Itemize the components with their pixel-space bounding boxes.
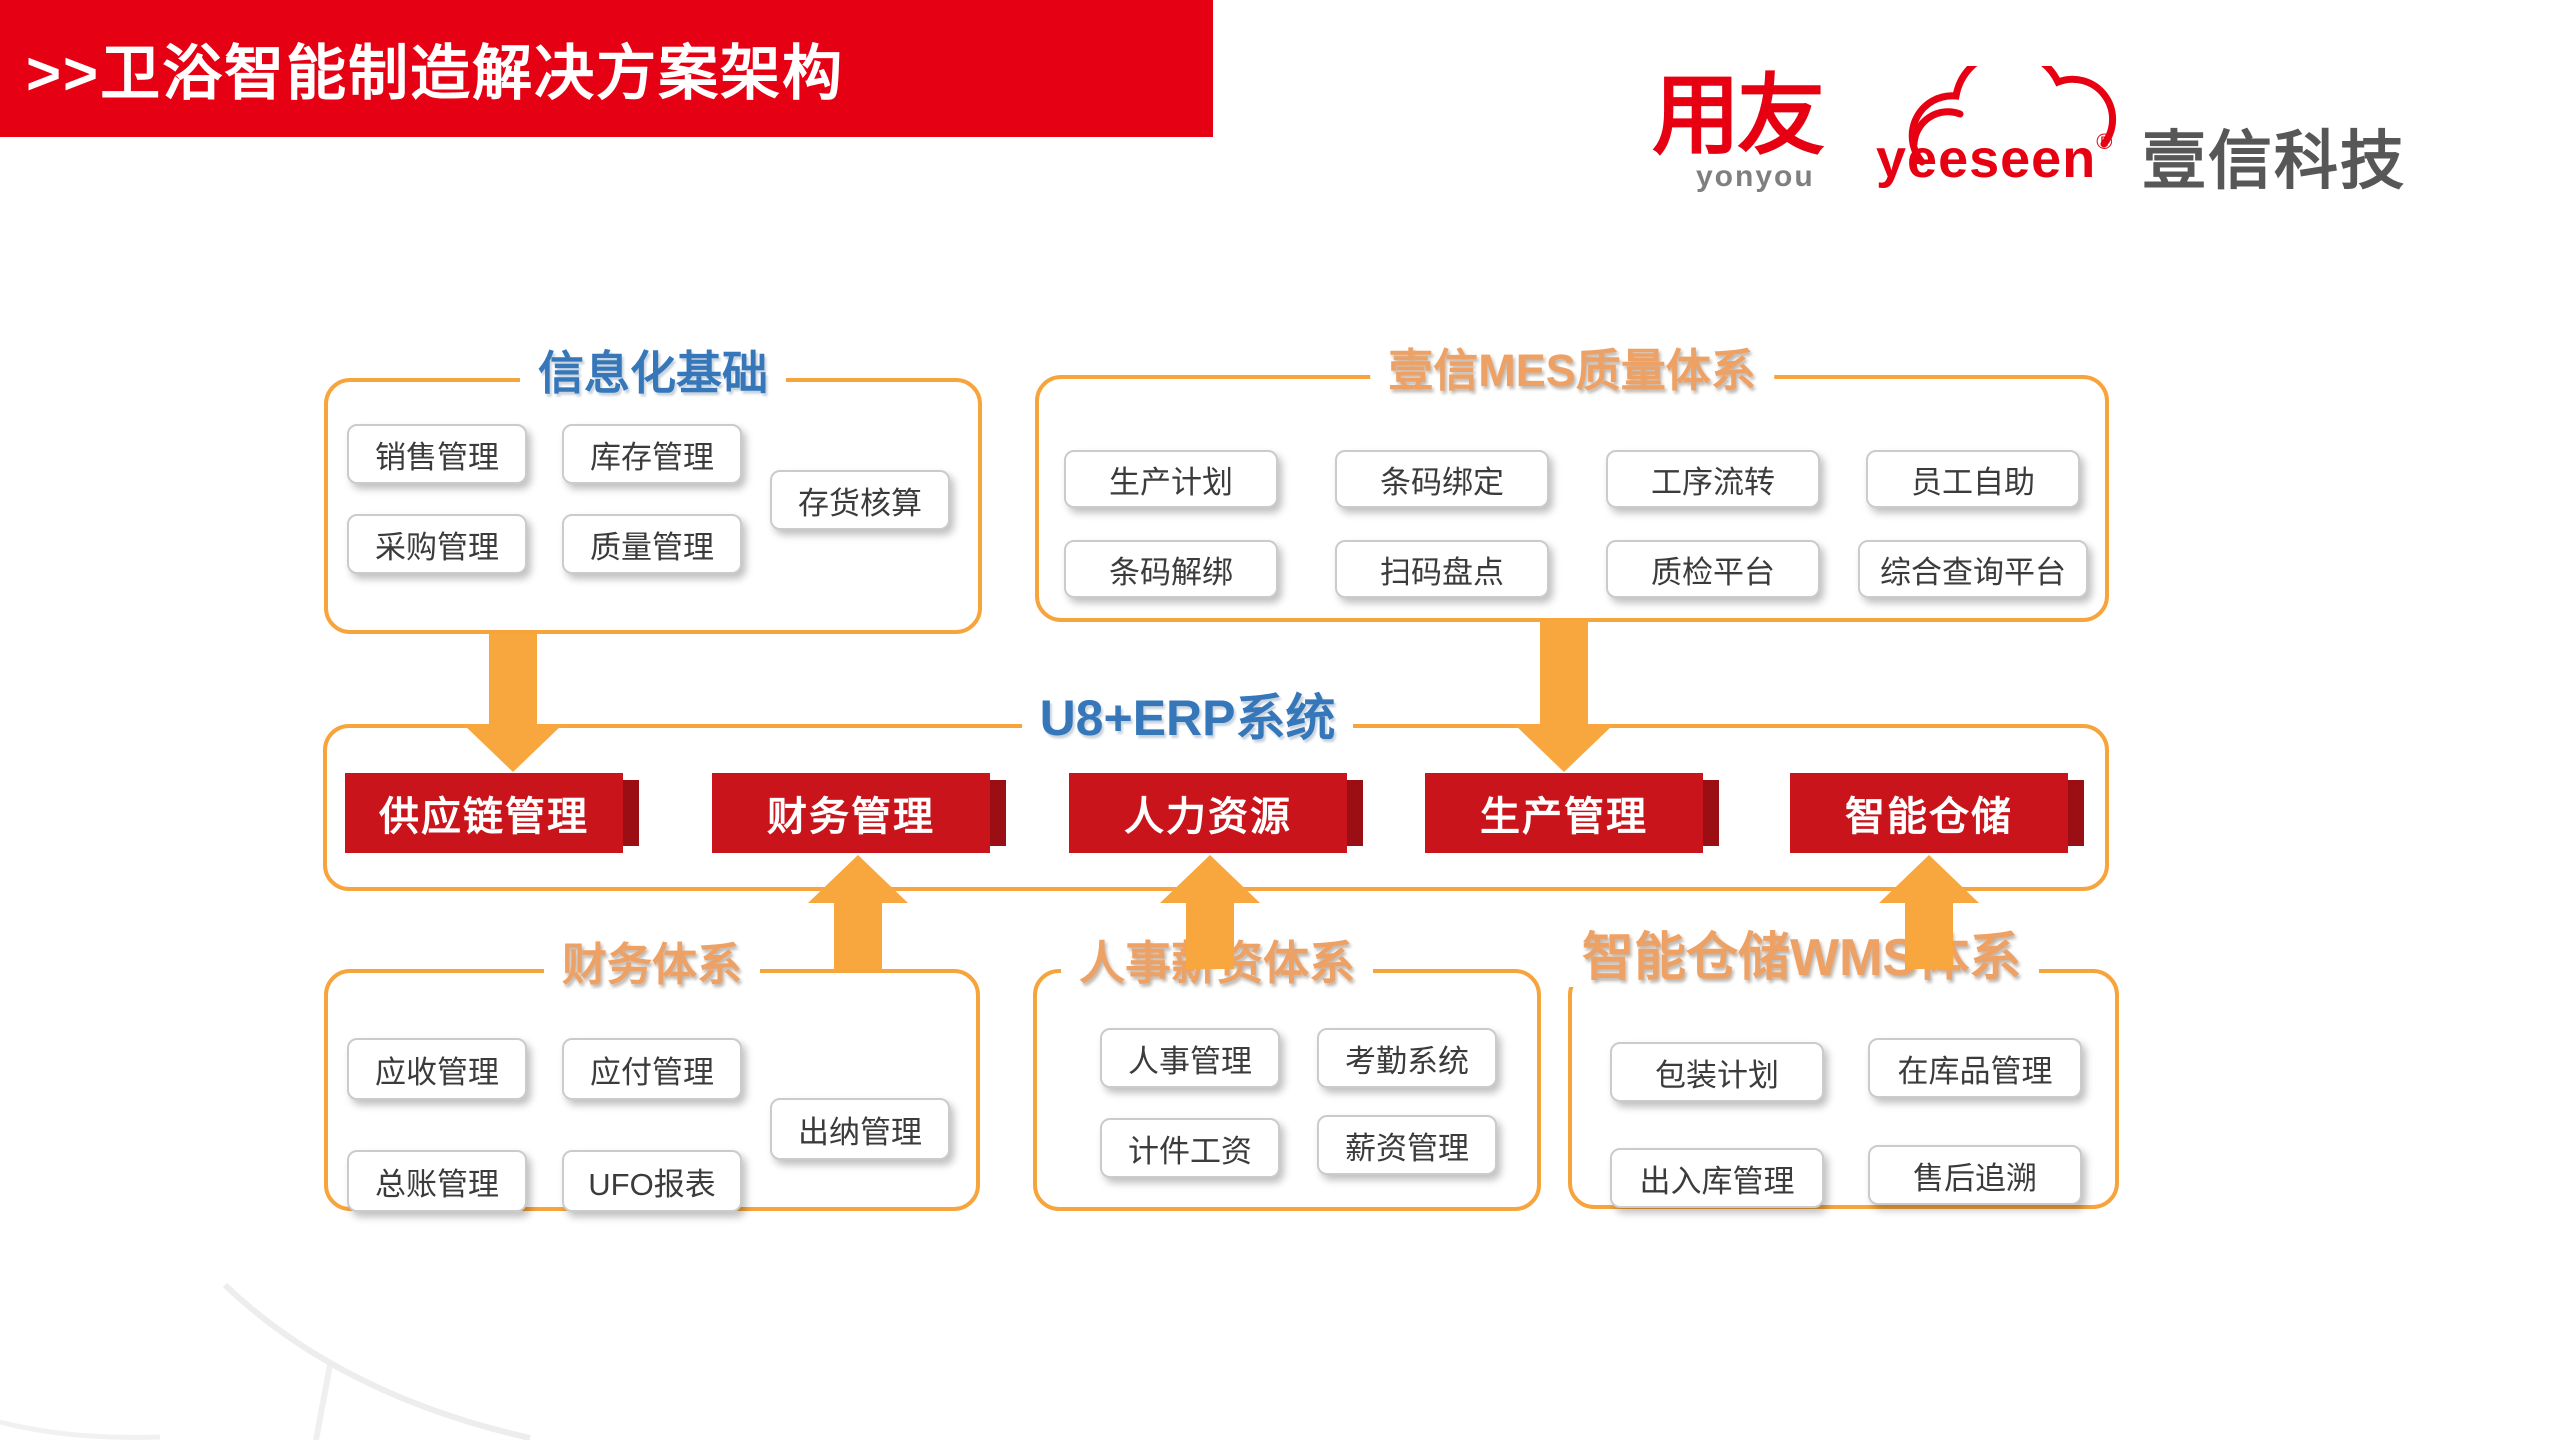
- module-box: 出纳管理: [770, 1098, 950, 1160]
- module-box: UFO报表: [562, 1150, 742, 1212]
- panel-info-base: 信息化基础: [324, 348, 982, 634]
- module-box: 在库品管理: [1868, 1038, 2082, 1098]
- module-box: 应收管理: [347, 1038, 527, 1100]
- module-box: 采购管理: [347, 514, 527, 574]
- module-box: 质量管理: [562, 514, 742, 574]
- module-box: 工序流转: [1606, 450, 1820, 508]
- module-box: 出入库管理: [1610, 1148, 1824, 1208]
- registered-mark: ®: [2096, 129, 2114, 154]
- module-box: 生产计划: [1064, 450, 1278, 508]
- module-box: 扫码盘点: [1335, 540, 1549, 598]
- yonyou-logo-en: yonyou: [1696, 160, 1815, 193]
- module-box: 应付管理: [562, 1038, 742, 1100]
- yeeseen-logo-zh: 壹信科技: [2142, 125, 2406, 197]
- module-box: 计件工资: [1100, 1118, 1280, 1178]
- corner-arc-decoration: [0, 1282, 531, 1440]
- erp-button-finance: 财务管理: [712, 773, 1006, 853]
- erp-button-hr: 人力资源: [1069, 773, 1363, 853]
- module-box: 质检平台: [1606, 540, 1820, 598]
- module-box: 条码解绑: [1064, 540, 1278, 598]
- panel-erp: U8+ERP系统: [323, 691, 2109, 891]
- module-box: 考勤系统: [1317, 1028, 1497, 1088]
- module-box: 总账管理: [347, 1150, 527, 1212]
- module-box: 条码绑定: [1335, 450, 1549, 508]
- yonyou-logo: 用友 yonyou: [1652, 70, 1872, 194]
- panel-wms-title: 智能仓储WMS体系: [1564, 929, 2040, 988]
- module-box: 库存管理: [562, 424, 742, 484]
- erp-button-production: 生产管理: [1425, 773, 1719, 853]
- panel-erp-title: U8+ERP系统: [1021, 691, 1354, 746]
- panel-mes-title: 壹信MES质量体系: [1370, 346, 1774, 396]
- yonyou-logo-zh: 用友: [1652, 66, 1825, 165]
- module-box: 综合查询平台: [1858, 540, 2088, 598]
- erp-button-warehouse: 智能仓储: [1790, 773, 2084, 853]
- panel-info-base-title: 信息化基础: [520, 348, 786, 399]
- cloud-icon: [1908, 66, 2117, 166]
- module-box: 存货核算: [770, 470, 950, 530]
- module-box: 包装计划: [1610, 1042, 1824, 1102]
- yeeseen-logo-en: yeeseen®: [1876, 129, 2114, 189]
- panel-finance-title: 财务体系: [543, 940, 761, 990]
- erp-button-scm: 供应链管理: [345, 773, 639, 853]
- module-box: 销售管理: [347, 424, 527, 484]
- panel-wms: 智能仓储WMS体系: [1564, 929, 2119, 1209]
- yeeseen-logo: yeeseen® 壹信科技: [1872, 52, 2442, 202]
- module-box: 员工自助: [1866, 450, 2080, 508]
- slide-title-banner: >>卫浴智能制造解决方案架构: [0, 0, 1213, 137]
- module-box: 人事管理: [1100, 1028, 1280, 1088]
- slide-title: >>卫浴智能制造解决方案架构: [26, 40, 845, 107]
- module-box: 薪资管理: [1317, 1115, 1497, 1175]
- module-box: 售后追溯: [1868, 1145, 2082, 1205]
